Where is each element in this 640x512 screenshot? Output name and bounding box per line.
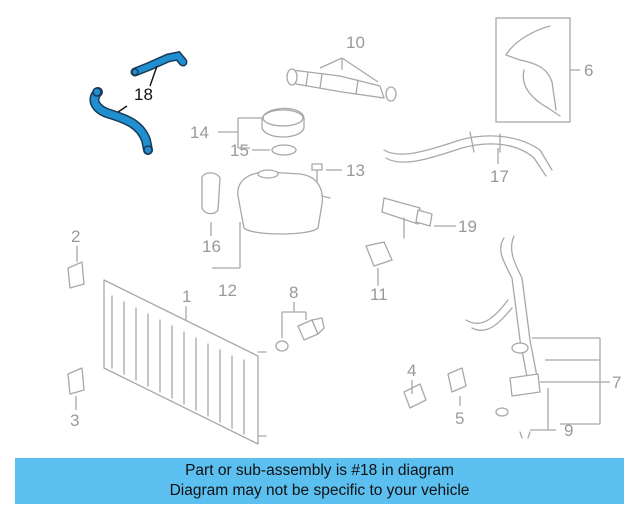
- leader-18: [117, 65, 158, 113]
- part-19-sensor[interactable]: [381, 197, 433, 239]
- callout-2[interactable]: 2: [71, 227, 80, 246]
- part-11-connector[interactable]: [365, 241, 393, 267]
- callout-13[interactable]: 13: [346, 161, 365, 180]
- banner-line-1: Part or sub-assembly is #18 in diagram: [185, 462, 454, 479]
- part-10-pipe[interactable]: [286, 68, 397, 102]
- part-4-switch[interactable]: [403, 383, 427, 409]
- leader-14: [218, 117, 262, 149]
- parts-diagram: 18 10 6 14 15 13 17 19 16 12 11 2 1 8 4 …: [67, 17, 621, 445]
- callout-1[interactable]: 1: [182, 287, 191, 306]
- part-1-radiator[interactable]: [103, 279, 267, 445]
- callout-7[interactable]: 7: [612, 373, 621, 392]
- part-12-reservoir[interactable]: [237, 169, 331, 235]
- part-15-seal[interactable]: [271, 144, 297, 156]
- part-3-mount[interactable]: [67, 367, 85, 395]
- part-17-hose[interactable]: [383, 131, 553, 177]
- part-7-hoses[interactable]: [465, 235, 541, 439]
- callout-15[interactable]: 15: [230, 141, 249, 160]
- callout-12[interactable]: 12: [218, 281, 237, 300]
- part-18-hoses[interactable]: [89, 51, 188, 155]
- leader-7: [532, 337, 610, 425]
- callout-11[interactable]: 11: [370, 285, 388, 304]
- callout-10[interactable]: 10: [346, 33, 365, 52]
- banner-line-2: Diagram may not be specific to your vehi…: [169, 482, 470, 499]
- leader-10: [319, 57, 379, 83]
- part-16-bracket[interactable]: [201, 172, 221, 215]
- callout-9[interactable]: 9: [564, 421, 573, 440]
- part-8-sensors[interactable]: [275, 317, 325, 352]
- part-14-cap[interactable]: [261, 107, 305, 138]
- callout-6[interactable]: 6: [584, 61, 593, 80]
- callout-8[interactable]: 8: [289, 283, 298, 302]
- callout-5[interactable]: 5: [455, 409, 464, 428]
- leader-8: [281, 302, 307, 338]
- callout-14[interactable]: 14: [190, 123, 209, 142]
- part-6-box[interactable]: [495, 17, 571, 123]
- part-5-switch[interactable]: [447, 367, 467, 393]
- leader-9: [530, 388, 556, 431]
- info-banner: Part or sub-assembly is #18 in diagram D…: [15, 458, 624, 504]
- callout-16[interactable]: 16: [202, 237, 221, 256]
- callout-18[interactable]: 18: [134, 85, 153, 104]
- leader-12: [212, 222, 241, 269]
- part-2-mount[interactable]: [67, 261, 85, 289]
- callout-19[interactable]: 19: [458, 217, 477, 236]
- callout-17[interactable]: 17: [490, 167, 509, 186]
- callout-3[interactable]: 3: [70, 411, 79, 430]
- callout-4[interactable]: 4: [407, 361, 416, 380]
- part-6-hoses: [505, 25, 561, 117]
